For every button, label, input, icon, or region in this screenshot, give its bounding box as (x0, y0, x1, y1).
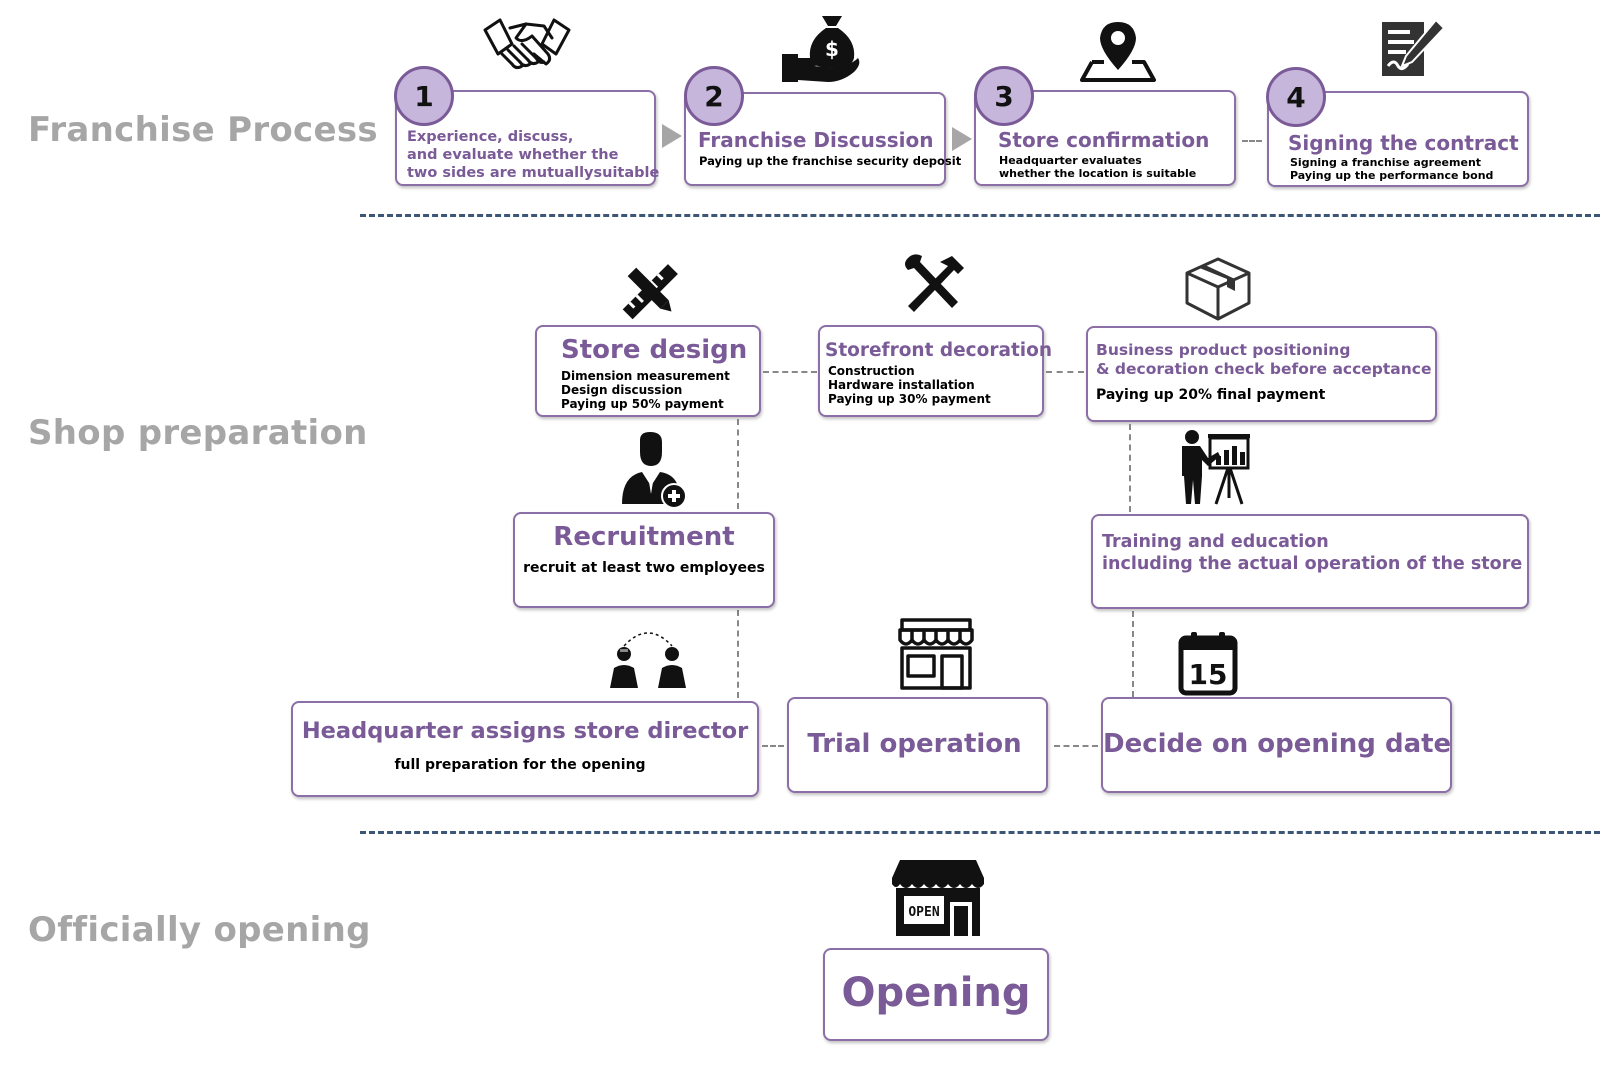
contract-pen-icon (1382, 18, 1446, 76)
business-box: Business product positioning & decoratio… (1086, 326, 1437, 422)
step-4-number: 4 (1266, 67, 1326, 127)
training-line: Training and education (1102, 532, 1329, 552)
step-3-box: Store confirmation Headquarter evaluates… (974, 90, 1236, 186)
trial-box: Trial operation (787, 697, 1048, 793)
connector-recruitment-hq (737, 610, 739, 698)
storefront-icon (898, 618, 974, 690)
two-people-icon (610, 632, 686, 688)
connector-storefront-business (1046, 371, 1084, 373)
recruitment-sub: recruit at least two employees (523, 560, 765, 576)
recruitment-box: Recruitment recruit at least two employe… (513, 512, 775, 608)
handshake-icon (483, 18, 571, 70)
separator-bottom (360, 831, 1600, 834)
hammer-wrench-icon (905, 254, 964, 312)
step-1-line: Experience, discuss, (407, 129, 574, 145)
hq-title: Headquarter assigns store director (301, 718, 749, 744)
business-title-line: & decoration check before acceptance (1096, 360, 1432, 378)
step-4-box: Signing the contract Signing a franchise… (1267, 91, 1529, 187)
connector-3-4 (1242, 140, 1262, 142)
recruit-person-icon (622, 432, 687, 508)
store-design-line: Paying up 50% payment (561, 397, 724, 411)
step-1-line: two sides are mutuallysuitable (407, 165, 660, 181)
dollar-sign: $ (825, 37, 839, 61)
opening-box: Opening (823, 948, 1049, 1041)
step-1-number: 1 (394, 66, 454, 126)
presentation-icon (1182, 430, 1250, 505)
training-box: Training and education including the act… (1091, 514, 1529, 609)
open-store-icon: OPEN (892, 860, 984, 936)
recruitment-title: Recruitment (553, 522, 735, 552)
connector-design-storefront (763, 371, 817, 373)
business-sub: Paying up 20% final payment (1096, 387, 1326, 403)
store-design-box: Store design Dimension measurement Desig… (535, 325, 761, 417)
calendar-icon: 15 (1178, 632, 1238, 696)
hq-sub: full preparation for the opening (394, 757, 646, 773)
step-1-line: and evaluate whether the (407, 147, 619, 163)
store-design-line: Design discussion (561, 383, 683, 397)
storefront-line: Hardware installation (828, 378, 975, 392)
step-3-title: Store confirmation (998, 128, 1210, 152)
store-design-line: Dimension measurement (561, 369, 730, 383)
store-design-title: Store design (561, 335, 748, 365)
money-bag-hand-icon: $ (782, 16, 860, 82)
step-4-line: Paying up the performance bond (1290, 169, 1494, 182)
storefront-line: Paying up 30% payment (828, 392, 991, 406)
arrow-1-2 (662, 124, 682, 148)
map-pin-icon (1080, 22, 1156, 82)
training-line: including the actual operation of the st… (1102, 554, 1523, 574)
connector-trial-decide (1054, 745, 1098, 747)
storefront-title: Storefront decoration (825, 340, 1053, 361)
step-3-line: whether the location is suitable (999, 167, 1197, 180)
section-title-opening: Officially opening (28, 910, 371, 950)
open-sign-text: OPEN (908, 905, 939, 920)
ruler-pencil-icon (622, 264, 678, 320)
storefront-line: Construction (828, 364, 915, 378)
section-title-shop: Shop preparation (28, 413, 368, 453)
step-4-description: Signing a franchise agreement Paying up … (1290, 156, 1493, 182)
calendar-day: 15 (1189, 658, 1228, 691)
connector-training-decide (1132, 611, 1134, 697)
step-2-number: 2 (684, 66, 744, 126)
arrow-2-3 (952, 127, 972, 151)
step-2-box: Franchise Discussion Paying up the franc… (684, 92, 961, 186)
storefront-details: Construction Hardware installation Payin… (828, 364, 991, 406)
separator-top (360, 214, 1600, 217)
box-icon (1185, 257, 1251, 321)
step-4-title: Signing the contract (1288, 131, 1519, 155)
step-3-description: Headquarter evaluates whether the locati… (999, 154, 1196, 180)
step-2-line: Paying up the franchise security deposit (699, 154, 962, 168)
opening-title: Opening (841, 970, 1031, 1016)
connector-business-training (1129, 424, 1131, 512)
connector-hq-trial (762, 745, 784, 747)
business-title-line: Business product positioning (1096, 341, 1351, 359)
connector-design-recruitment (737, 419, 739, 509)
step-1-description: Experience, discuss, and evaluate whethe… (407, 128, 659, 182)
trial-title: Trial operation (807, 729, 1022, 759)
section-title-franchise: Franchise Process (28, 110, 378, 150)
step-4-line: Signing a franchise agreement (1290, 156, 1482, 169)
step-2-title: Franchise Discussion (698, 128, 934, 152)
storefront-box: Storefront decoration Construction Hardw… (818, 325, 1052, 417)
store-design-details: Dimension measurement Design discussion … (561, 369, 730, 411)
step-3-line: Headquarter evaluates (999, 154, 1142, 167)
business-title: Business product positioning & decoratio… (1096, 341, 1432, 379)
hq-box: Headquarter assigns store director full … (291, 701, 759, 797)
training-text: Training and education including the act… (1102, 531, 1522, 575)
step-3-number: 3 (974, 66, 1034, 126)
decide-title: Decide on opening date (1103, 729, 1452, 759)
decide-box: Decide on opening date (1101, 697, 1452, 793)
step-1-box: Experience, discuss, and evaluate whethe… (395, 90, 659, 186)
